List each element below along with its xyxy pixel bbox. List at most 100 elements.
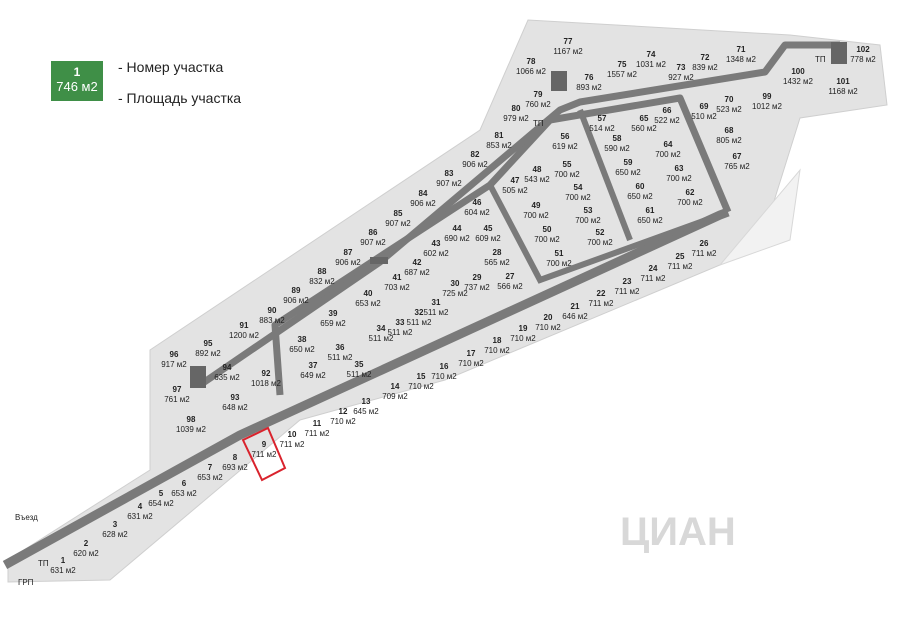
cross-road-1 (487, 183, 722, 284)
plot-number-90: 90 (268, 306, 277, 315)
plot-number-43: 43 (432, 239, 441, 248)
plot-area-21: 646 м2 (562, 312, 588, 321)
plot-number-22: 22 (597, 289, 606, 298)
plot-area-35: 511 м2 (347, 370, 372, 379)
plot-number-35: 35 (355, 360, 364, 369)
plot-number-76: 76 (585, 73, 594, 82)
legend-sample-number: 1 (73, 65, 81, 79)
plot-area-59: 650 м2 (615, 168, 641, 177)
plot-number-102: 102 (856, 45, 870, 54)
plot-number-4: 4 (138, 502, 143, 511)
plot-area-75: 1557 м2 (607, 70, 638, 79)
plot-number-57: 57 (598, 114, 607, 123)
plot-area-61: 650 м2 (637, 216, 663, 225)
plot-number-46: 46 (473, 198, 482, 207)
grp-label: ГРП (18, 578, 34, 587)
plot-number-98: 98 (187, 415, 196, 424)
plot-area-2: 620 м2 (73, 549, 99, 558)
plot-number-13: 13 (362, 397, 371, 406)
plot-area-95: 892 м2 (195, 349, 221, 358)
plot-area-4: 631 м2 (127, 512, 153, 521)
plot-number-52: 52 (596, 228, 605, 237)
plot-area-88: 832 м2 (309, 277, 335, 286)
plot-area-96: 917 м2 (161, 360, 187, 369)
tp-block-west (190, 366, 206, 388)
plot-number-99: 99 (763, 92, 772, 101)
plot-area-17: 710 м2 (458, 359, 484, 368)
plot-area-81: 853 м2 (486, 141, 512, 150)
plot-number-73: 73 (677, 63, 686, 72)
highlighted-plot[interactable] (241, 426, 287, 482)
plot-area-58: 590 м2 (604, 144, 630, 153)
plot-area-45: 609 м2 (475, 234, 501, 243)
plot-number-68: 68 (725, 126, 734, 135)
plot-number-21: 21 (571, 302, 580, 311)
tp-block-north (551, 71, 567, 91)
plot-number-96: 96 (170, 350, 179, 359)
plot-number-74: 74 (647, 50, 656, 59)
plot-number-49: 49 (532, 201, 541, 210)
plot-area-84: 906 м2 (410, 199, 436, 208)
plot-area-1: 631 м2 (50, 566, 76, 575)
tp-block-east (831, 42, 847, 64)
plot-area-27: 566 м2 (497, 282, 523, 291)
plot-area-7: 653 м2 (197, 473, 223, 482)
plot-number-88: 88 (318, 267, 327, 276)
plot-area-22: 711 м2 (589, 299, 614, 308)
plot-area-9: 711 м2 (252, 450, 277, 459)
plot-area-50: 700 м2 (534, 235, 560, 244)
plot-number-50: 50 (543, 225, 552, 234)
watermark: ЦИАН (620, 510, 736, 554)
gate-block (370, 257, 388, 264)
plot-area-38: 650 м2 (289, 345, 315, 354)
plot-area-97: 761 м2 (164, 395, 190, 404)
plot-area-63: 700 м2 (666, 174, 692, 183)
plot-number-85: 85 (394, 209, 403, 218)
plot-area-44: 690 м2 (444, 234, 470, 243)
plot-area-86: 907 м2 (360, 238, 386, 247)
plot-area-53: 700 м2 (575, 216, 601, 225)
plot-area-56: 619 м2 (552, 142, 578, 151)
plot-number-92: 92 (262, 369, 271, 378)
tp-label-north: ТП (533, 119, 544, 128)
plot-number-41: 41 (393, 273, 402, 282)
plot-area-16: 710 м2 (431, 372, 457, 381)
plot-number-45: 45 (484, 224, 493, 233)
plot-area-55: 700 м2 (554, 170, 580, 179)
plot-number-80: 80 (512, 104, 521, 113)
plot-area-80: 979 м2 (503, 114, 529, 123)
plot-number-30: 30 (451, 279, 460, 288)
plot-number-6: 6 (182, 479, 187, 488)
plot-number-58: 58 (613, 134, 622, 143)
plot-area-72: 839 м2 (692, 63, 718, 72)
plot-area-67: 765 м2 (724, 162, 750, 171)
plot-number-53: 53 (584, 206, 593, 215)
plot-number-20: 20 (544, 313, 553, 322)
plot-number-47: 47 (511, 176, 520, 185)
plot-number-63: 63 (675, 164, 684, 173)
plot-number-24: 24 (649, 264, 658, 273)
plot-number-33: 33 (396, 318, 405, 327)
side-area (718, 168, 801, 267)
plot-number-54: 54 (574, 183, 583, 192)
plot-number-2: 2 (84, 539, 89, 548)
plot-area-18: 710 м2 (484, 346, 510, 355)
plot-number-89: 89 (292, 286, 301, 295)
plot-area-30: 725 м2 (442, 289, 468, 298)
plot-number-11: 11 (313, 419, 322, 428)
plot-area-20: 710 м2 (535, 323, 561, 332)
entry-label: Въезд (15, 513, 38, 522)
plot-area-14: 709 м2 (382, 392, 408, 401)
plot-area-82: 906 м2 (462, 160, 488, 169)
plot-number-5: 5 (159, 489, 164, 498)
plot-number-84: 84 (419, 189, 428, 198)
plot-number-16: 16 (440, 362, 449, 371)
plot-number-14: 14 (391, 382, 400, 391)
plot-number-60: 60 (636, 182, 645, 191)
plot-area-37: 649 м2 (300, 371, 326, 380)
plot-number-19: 19 (519, 324, 528, 333)
plot-number-78: 78 (527, 57, 536, 66)
main-road (2, 207, 730, 569)
legend-sample-plot: 1 746 м2 (51, 61, 103, 101)
